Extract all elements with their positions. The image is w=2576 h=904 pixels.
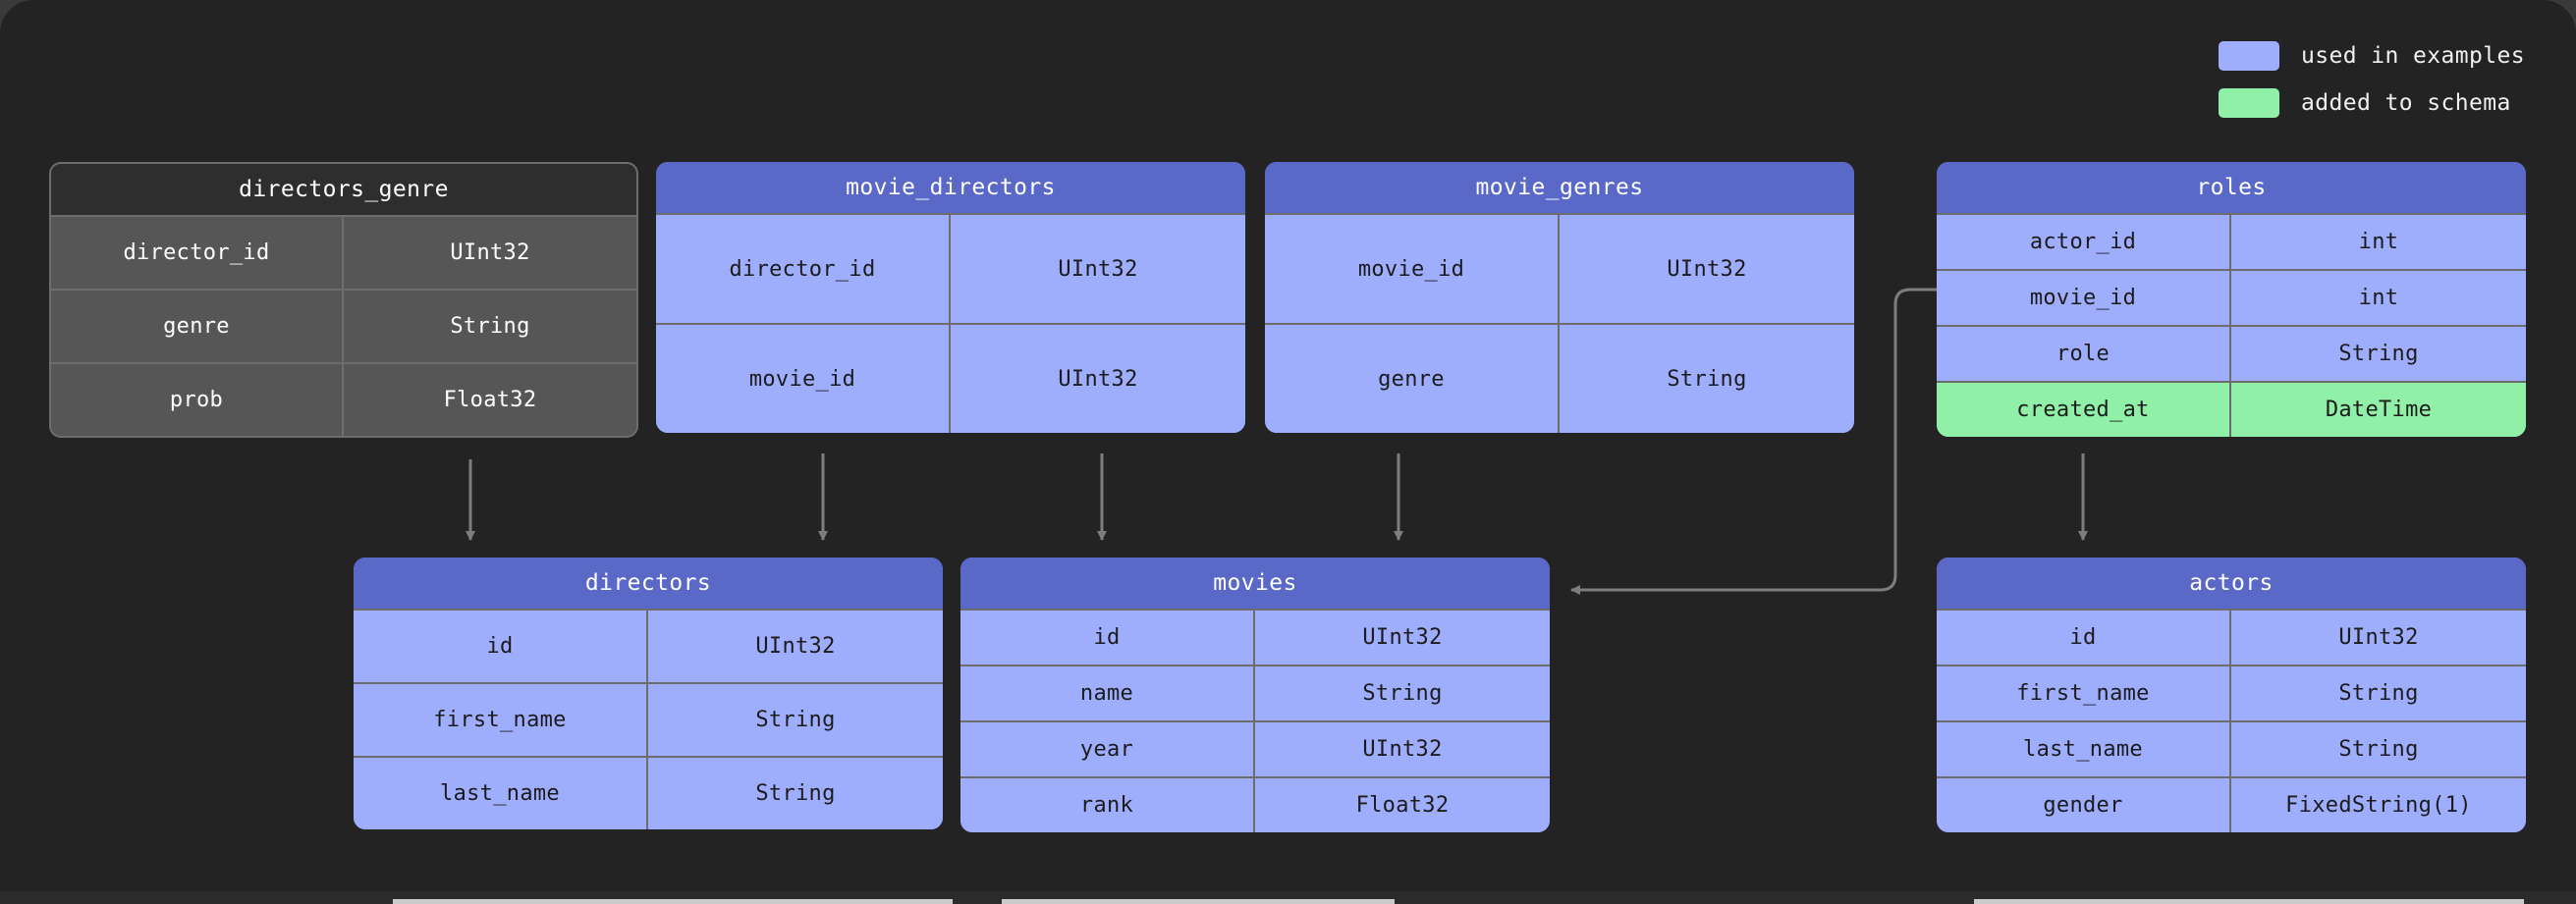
column-name-cell: genre	[51, 291, 344, 362]
legend-swatch-added-to-schema	[2219, 88, 2280, 118]
legend-item-label: added to schema	[2301, 90, 2511, 116]
table-title-roles: roles	[1937, 162, 2526, 213]
column-type-cell: int	[2231, 215, 2526, 269]
column-type-cell: String	[1255, 666, 1550, 720]
column-name-cell: id	[1937, 611, 2231, 665]
column-name-cell: last_name	[354, 758, 648, 829]
column-type-cell: String	[344, 291, 636, 362]
column-type-cell: Float32	[344, 364, 636, 436]
cut-off-text-strip	[1974, 899, 2524, 904]
column-name-cell: director_id	[656, 215, 951, 323]
legend-item: added to schema	[2219, 88, 2525, 118]
column-name-cell: movie_id	[656, 325, 951, 433]
column-name-cell: created_at	[1937, 383, 2231, 437]
column-name-cell: gender	[1937, 778, 2231, 832]
column-type-cell: UInt32	[951, 215, 1245, 323]
column-name-cell: first_name	[354, 684, 648, 756]
table-title-actors: actors	[1937, 558, 2526, 609]
column-type-cell: UInt32	[648, 611, 943, 682]
table-title-movies: movies	[960, 558, 1550, 609]
cut-off-text-strip	[393, 899, 953, 904]
column-type-cell: UInt32	[2231, 611, 2526, 665]
column-name-cell: last_name	[1937, 722, 2231, 776]
column-type-cell: int	[2231, 271, 2526, 325]
column-type-cell: String	[1560, 325, 1854, 433]
table-title-directors: directors	[354, 558, 943, 609]
cut-off-text-strip	[1002, 899, 1395, 904]
column-name-cell: role	[1937, 327, 2231, 381]
legend-item: used in examples	[2219, 41, 2525, 71]
column-type-cell: UInt32	[1255, 722, 1550, 776]
column-type-cell: UInt32	[1255, 611, 1550, 665]
column-type-cell: Float32	[1255, 778, 1550, 832]
column-name-cell: genre	[1265, 325, 1560, 433]
table-title-movie_genres: movie_genres	[1265, 162, 1854, 213]
legend-item-label: used in examples	[2301, 43, 2525, 69]
column-name-cell: movie_id	[1937, 271, 2231, 325]
column-name-cell: prob	[51, 364, 344, 436]
column-type-cell: String	[2231, 666, 2526, 720]
column-name-cell: actor_id	[1937, 215, 2231, 269]
table-title-movie_directors: movie_directors	[656, 162, 1245, 213]
column-name-cell: id	[960, 611, 1255, 665]
column-name-cell: rank	[960, 778, 1255, 832]
column-type-cell: FixedString(1)	[2231, 778, 2526, 832]
legend: used in examples added to schema	[2219, 41, 2525, 118]
column-type-cell: String	[648, 758, 943, 829]
column-name-cell: first_name	[1937, 666, 2231, 720]
column-name-cell: year	[960, 722, 1255, 776]
column-type-cell: DateTime	[2231, 383, 2526, 437]
column-name-cell: name	[960, 666, 1255, 720]
column-type-cell: String	[2231, 327, 2526, 381]
column-type-cell: String	[648, 684, 943, 756]
column-name-cell: movie_id	[1265, 215, 1560, 323]
column-type-cell: UInt32	[344, 217, 636, 289]
column-type-cell: String	[2231, 722, 2526, 776]
table-title-directors_genre: directors_genre	[51, 164, 636, 215]
column-type-cell: UInt32	[1560, 215, 1854, 323]
legend-swatch-used-in-examples	[2219, 41, 2280, 71]
column-name-cell: id	[354, 611, 648, 682]
column-type-cell: UInt32	[951, 325, 1245, 433]
column-name-cell: director_id	[51, 217, 344, 289]
cut-off-content-below-panel	[0, 891, 2576, 904]
